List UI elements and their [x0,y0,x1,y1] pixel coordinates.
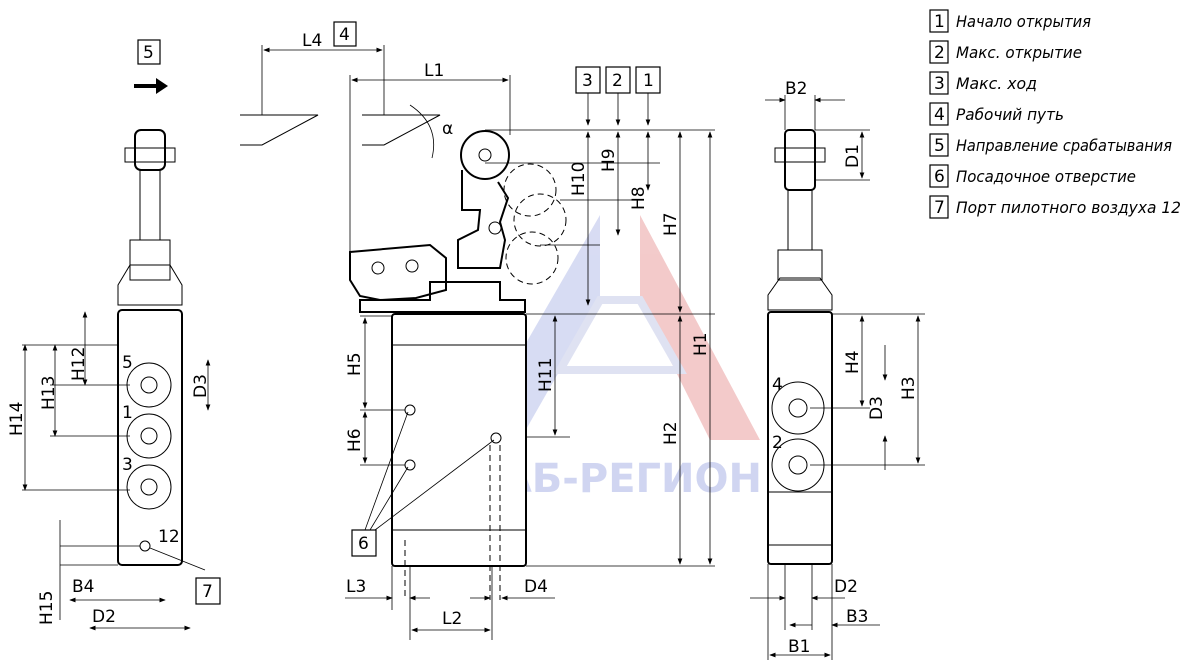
legend: 1 Начало открытия 2 Макс. открытие 3 Макс. хо… [929,9,1181,219]
callout-4: 4 [339,25,350,45]
right-view: 4 2 B2 D1 H4 H3 D3 D2 B3 B1 [750,79,925,660]
dim-b4: B4 [72,577,94,597]
legend-label: Макс. ход [956,74,1037,93]
dim-h14: H14 [7,402,27,436]
legend-item: 3 Макс. ход [929,71,1037,95]
dim-d3-left: D3 [191,374,211,398]
legend-label: Рабочий путь [956,105,1064,124]
dim-l4: L4 [302,31,322,51]
legend-number: 4 [934,105,945,125]
legend-item: 4 Рабочий путь [929,102,1064,126]
legend-label: Посадочное отверстие [956,167,1136,186]
legend-number: 5 [934,136,945,156]
legend-item: 5 Направление срабатывания [929,133,1172,157]
legend-number: 2 [934,43,945,63]
port-5-label: 5 [122,353,133,373]
dim-h10: H10 [569,162,589,196]
callout-3: 3 [582,71,593,91]
dim-h2: H2 [661,421,681,445]
legend-number: 3 [934,74,945,94]
legend-number: 6 [934,167,945,187]
legend-item: 6 Посадочное отверстие [929,164,1136,188]
dim-d2-right: D2 [834,577,858,597]
port-4-label: 4 [772,375,783,395]
dim-b1: B1 [788,637,810,657]
actuation-arrow-icon [134,78,168,94]
dim-h9: H9 [599,148,619,172]
legend-label: Порт пилотного воздуха 12 [956,198,1181,217]
center-view: L1 3 2 1 H10 H9 H8 H7 H2 H1 H11 [345,61,715,640]
dim-l3: L3 [346,577,366,597]
dim-b3: B3 [846,607,868,627]
dim-h8: H8 [629,186,649,210]
callout-5: 5 [143,43,154,63]
dim-d1: D1 [843,144,863,168]
dim-h4: H4 [843,350,863,374]
dim-h13: H13 [39,376,59,410]
dim-h12: H12 [69,347,89,381]
working-path-sketch: L4 4 α [240,21,453,159]
dim-d4: D4 [524,577,548,597]
dim-h1: H1 [691,332,711,356]
dim-b2: B2 [785,79,807,99]
dim-h5: H5 [345,352,365,376]
legend-number: 1 [934,12,945,32]
dim-h7: H7 [661,212,681,236]
dim-h6: H6 [345,428,365,452]
dim-l2: L2 [442,609,462,629]
legend-label: Начало открытия [956,12,1091,31]
callout-1: 1 [643,71,654,91]
dim-h15: H15 [37,591,57,625]
dim-d2-left: D2 [92,607,116,627]
port-1-label: 1 [122,403,133,423]
dim-angle: α [442,119,453,139]
callout-6: 6 [358,534,369,554]
legend-label: Направление срабатывания [956,136,1172,155]
legend-item: 7 Порт пилотного воздуха 12 [929,195,1181,219]
left-view: 5 1 3 12 H12 H13 H14 D3 H15 B4 D2 5 7 [7,39,221,631]
port-12-label: 12 [158,527,180,547]
legend-label: Макс. открытие [956,43,1082,62]
callout-7: 7 [202,582,213,602]
legend-item: 1 Начало открытия [929,9,1091,33]
port-3-label: 3 [122,455,133,475]
dim-d3-right: D3 [867,396,887,420]
port-2-label: 2 [772,433,783,453]
callout-2: 2 [612,71,623,91]
dim-h3: H3 [899,376,919,400]
legend-number: 7 [934,198,945,218]
dim-h11: H11 [536,358,556,392]
legend-item: 2 Макс. открытие [929,40,1082,64]
dim-l1: L1 [424,61,444,81]
